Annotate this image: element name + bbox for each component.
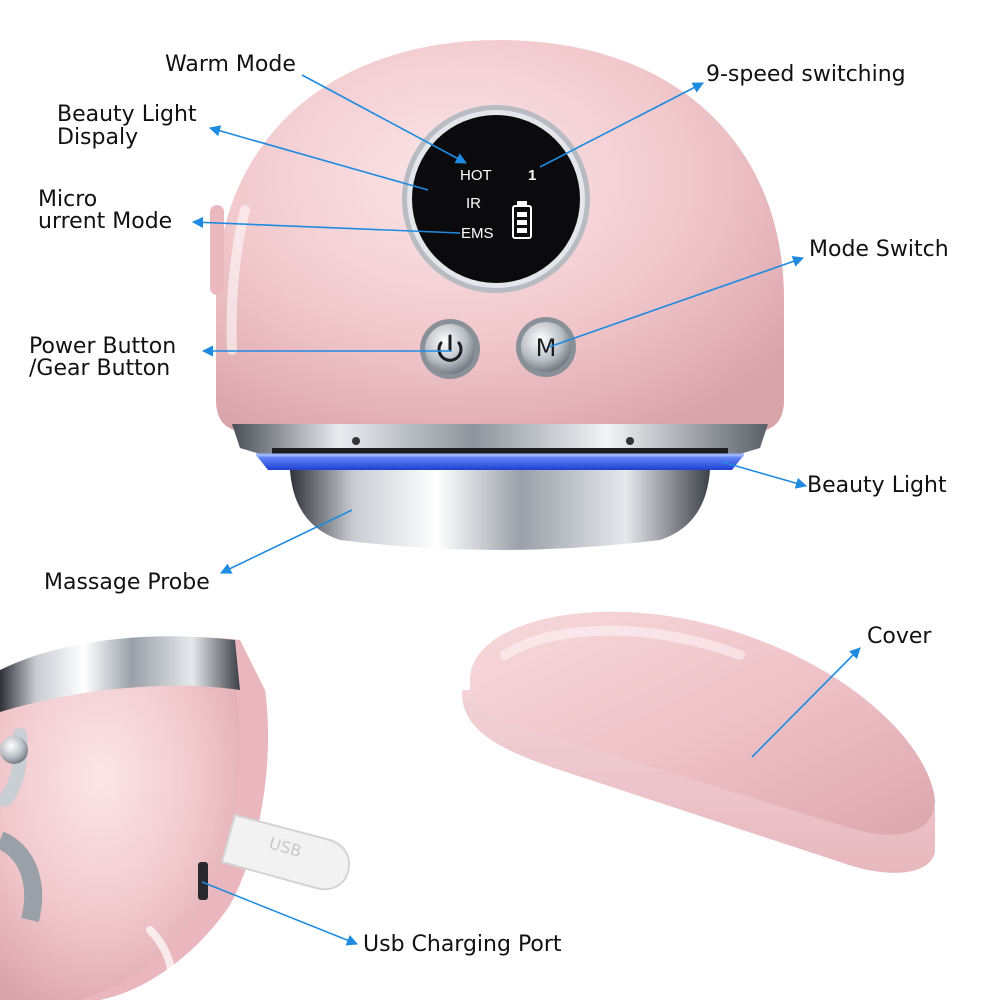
label-cover: Cover <box>867 624 932 649</box>
arrow-microcurrent <box>191 216 461 234</box>
label-power-button-line2: /Gear Button <box>29 356 171 381</box>
label-usb-charging-port: Usb Charging Port <box>363 932 562 957</box>
label-beauty-light: Beauty Light <box>807 473 947 498</box>
arrow-mode-switch <box>548 256 805 348</box>
display-ir-text: IR <box>466 195 481 212</box>
beauty-light-strip <box>256 455 744 470</box>
massage-probe <box>290 470 710 550</box>
mode-button[interactable]: M <box>516 317 576 377</box>
label-microcurrent-line2: urrent Mode <box>38 209 173 234</box>
display-ems-text: EMS <box>461 225 494 242</box>
arrow-speed <box>539 82 704 168</box>
display-level-text: 1 <box>528 167 536 184</box>
usb-plug: USB <box>220 813 350 891</box>
device-side-view: USB <box>0 636 350 1000</box>
main-device: HOT IR EMS 1 M <box>210 40 784 550</box>
label-microcurrent-line1: Micro <box>38 187 98 212</box>
lcd-display: HOT IR EMS 1 <box>402 105 590 293</box>
display-hot-text: HOT <box>460 167 492 184</box>
label-power-button-line1: Power Button <box>29 334 177 359</box>
power-button[interactable] <box>420 319 480 379</box>
arrow-beauty-light <box>721 461 808 489</box>
mode-letter: M <box>536 334 557 362</box>
label-warm-mode: Warm Mode <box>165 52 296 77</box>
cover <box>461 611 935 873</box>
callout-arrows <box>191 74 861 946</box>
label-beauty-light-display-line2: Dispaly <box>57 125 139 150</box>
side-probe <box>0 636 240 712</box>
label-massage-probe: Massage Probe <box>44 570 210 595</box>
arrow-usb <box>201 881 359 946</box>
power-icon <box>437 334 463 362</box>
arrow-cover <box>751 647 861 758</box>
arrow-display <box>208 125 429 191</box>
arrow-warm-mode <box>301 74 467 164</box>
label-beauty-light-display-line1: Beauty Light <box>57 102 197 127</box>
usb-port-slot <box>198 862 208 900</box>
label-mode-switch: Mode Switch <box>809 237 949 262</box>
label-speed-switching: 9-speed switching <box>706 62 906 87</box>
arrow-massage-probe <box>219 509 353 574</box>
